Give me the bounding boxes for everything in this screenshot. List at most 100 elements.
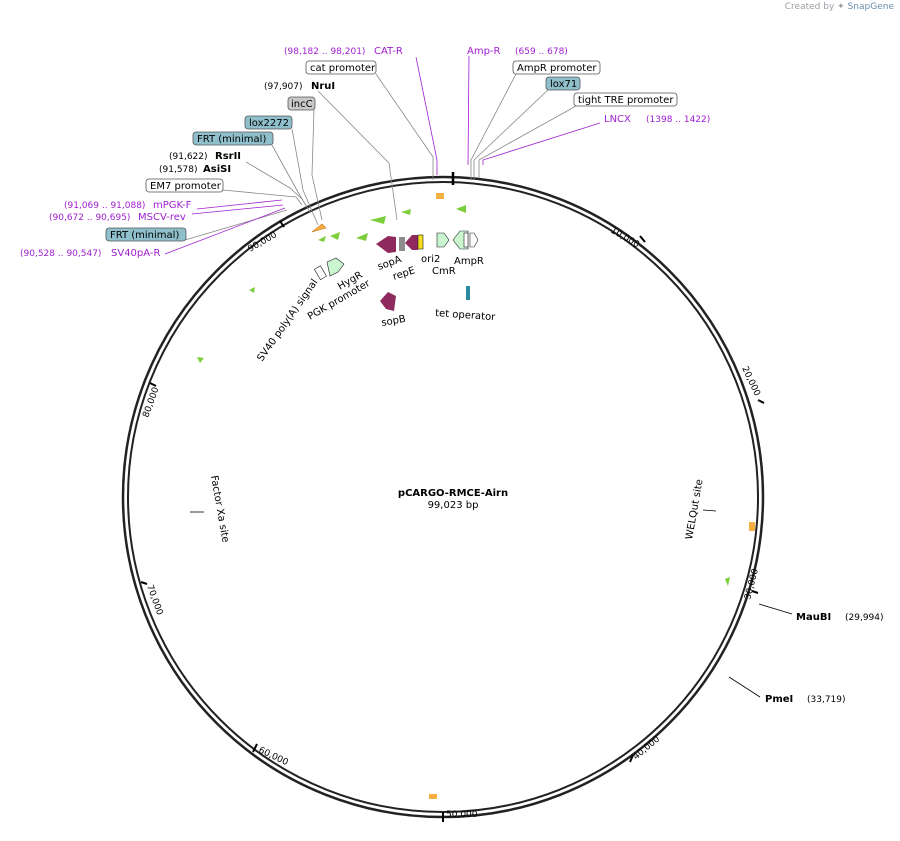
repe-gene-block <box>399 237 405 251</box>
repe-gene-arrow <box>405 235 418 250</box>
green-arrow-marker-6 <box>456 205 466 213</box>
ori2-arrow <box>436 232 450 248</box>
tight-tre-label: tight TRE promoter <box>578 95 674 106</box>
nrui-name: NruI <box>311 81 335 92</box>
sopb-label: sopB <box>381 314 407 329</box>
tick-60000 <box>252 743 258 753</box>
tick-90000 <box>279 220 285 228</box>
pgk-block <box>313 265 327 281</box>
orange-arrow-marker-1 <box>311 223 327 233</box>
incc-label: incC <box>291 99 313 110</box>
amp-r-name: Amp-R <box>467 46 501 57</box>
orange-marker-2 <box>436 193 444 199</box>
credit-brand: SnapGene <box>847 2 894 12</box>
incc-block <box>417 234 424 250</box>
cat-promoter-connector <box>375 73 434 180</box>
lox71-connector <box>473 88 550 180</box>
lox71-box <box>545 76 581 91</box>
maubi-connector <box>758 603 793 615</box>
tight-tre-box <box>573 92 678 107</box>
tick-10000 <box>639 235 646 243</box>
tick-label-60000: 60,000 <box>257 746 290 768</box>
green-arrow-marker-4 <box>370 216 386 224</box>
tet-operator-mark <box>466 286 470 300</box>
green-arrow-marker-1 <box>318 236 326 242</box>
mscv-rev-coord: (90,672 .. 90,695) <box>49 213 130 223</box>
green-arrow-marker-3 <box>356 233 368 241</box>
credit-prefix: Created by <box>784 2 835 12</box>
tick-20000 <box>757 399 765 404</box>
boxed-labels: cat promoter AmpR promoter lox71 tight T… <box>105 60 678 242</box>
green-arrow-marker-5 <box>401 209 411 215</box>
ampr-label: AmpR <box>454 256 484 267</box>
pmei-coord: (33,719) <box>807 695 846 705</box>
sv40pa-r-name: SV40pA-R <box>111 248 160 259</box>
amp-r-connector <box>467 55 470 166</box>
ampr-promoter-connector <box>470 73 517 180</box>
small-markers <box>197 193 755 799</box>
tight-tre-connector <box>478 105 577 178</box>
tet-operator-label: tet operator <box>435 308 497 323</box>
em7-promoter-label: EM7 promoter <box>150 181 222 192</box>
welqut-connector <box>702 509 717 512</box>
frt-minimal-label-2: FRT (minimal) <box>110 230 179 241</box>
tick-label-10000: 10,000 <box>609 226 642 251</box>
tick-80000 <box>149 382 157 387</box>
mscv-rev-name: MSCV-rev <box>138 212 186 223</box>
tick-label-40000: 40,000 <box>632 734 663 762</box>
snapgene-credit: Created by ✦ SnapGene <box>785 2 894 12</box>
pmei-name: PmeI <box>765 694 793 705</box>
ampr-promoter-label: AmpR promoter <box>517 63 597 74</box>
rsrii-coord: (91,622) <box>169 152 208 162</box>
sv40pa-r-connector <box>164 207 286 255</box>
connector-lines <box>164 55 793 698</box>
maubi-name: MauBI <box>796 612 831 623</box>
snapgene-logo-icon: ✦ <box>837 2 845 12</box>
asisi-name: AsiSI <box>203 164 231 175</box>
nrui-connector <box>317 90 398 221</box>
sopb-gene-arrow <box>380 292 396 311</box>
factor-xa-label: Factor Xa site <box>208 475 231 544</box>
rsrii-connector <box>245 161 304 201</box>
frt-minimal-box-1 <box>192 131 274 146</box>
asisi-coord: (91,578) <box>159 165 198 175</box>
lox2272-box <box>244 115 293 130</box>
mpgk-f-coord: (91,069 .. 91,088) <box>64 201 145 211</box>
lox2272-connector <box>291 128 319 226</box>
cmr-label: CmR <box>432 266 456 277</box>
incc-box <box>287 96 316 111</box>
lox2272-label: lox2272 <box>249 118 289 129</box>
green-arrow-marker-8 <box>197 357 204 363</box>
sopa-gene-arrow <box>376 236 396 253</box>
frt-minimal-label-1: FRT (minimal) <box>197 134 266 145</box>
amp-r-coord: (659 .. 678) <box>515 47 568 57</box>
lncx-connector <box>482 122 601 165</box>
cat-r-coord: (98,182 .. 98,201) <box>284 47 365 57</box>
frt2-connector <box>184 209 288 241</box>
hygr-arrow <box>326 257 345 277</box>
lncx-name: LNCX <box>604 114 631 125</box>
cat-promoter-label: cat promoter <box>310 63 376 74</box>
lox71-label: lox71 <box>550 79 577 90</box>
repe-label: repE <box>392 265 417 282</box>
frt-minimal-box-2 <box>105 227 187 242</box>
tick-label-70000: 70,000 <box>144 584 164 617</box>
em7-connector <box>222 189 303 206</box>
incc-connector <box>311 108 323 221</box>
welqut-label: WELQut site <box>684 478 705 540</box>
nrui-coord: (97,907) <box>264 82 303 92</box>
tick-label-50000: 50,000 <box>446 810 478 820</box>
green-arrow-marker-9 <box>725 577 730 586</box>
green-arrow-marker-7 <box>249 287 255 293</box>
cat-r-name: CAT-R <box>374 46 403 57</box>
cat-r-connector <box>415 56 438 175</box>
green-arrow-marker-2 <box>330 232 340 240</box>
em7-promoter-box <box>145 178 224 193</box>
scale-ticks <box>140 220 765 822</box>
mpgk-f-connector <box>196 199 283 210</box>
tick-70000 <box>140 581 148 585</box>
plasmid-length: 99,023 bp <box>428 500 479 511</box>
lncx-coord: (1398 .. 1422) <box>646 115 710 125</box>
